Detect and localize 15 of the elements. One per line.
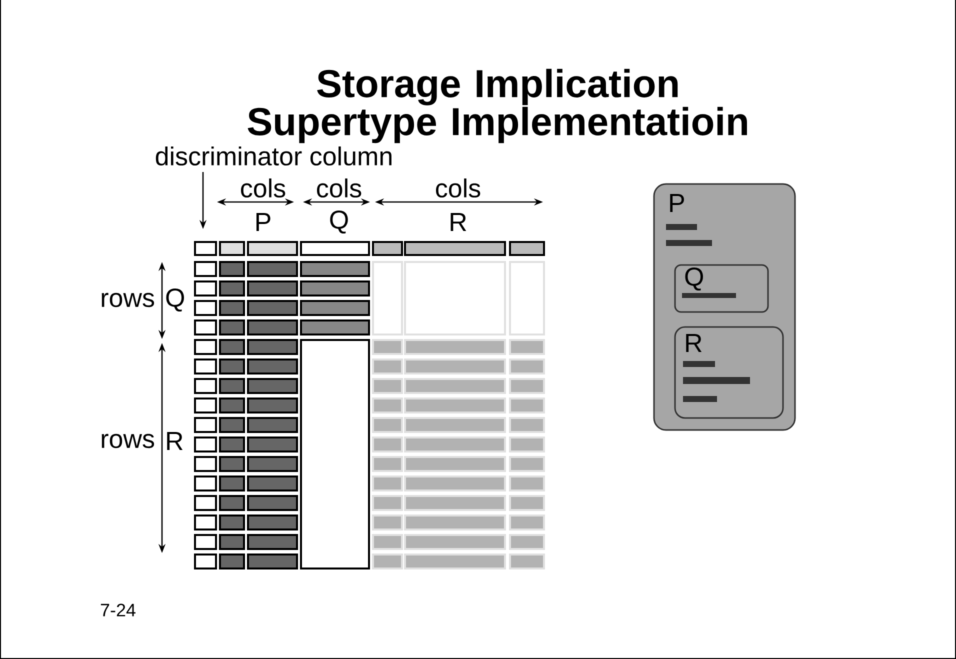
label: cols <box>316 178 362 198</box>
title: Storage Implication Supertype Implementatioin <box>248 68 747 144</box>
label: P <box>256 213 270 231</box>
label: R <box>167 432 183 450</box>
label: Q <box>166 288 184 312</box>
label: R <box>450 213 466 231</box>
label: rows <box>102 434 154 448</box>
label: rows <box>102 292 154 308</box>
label: Q <box>330 210 348 234</box>
label: cols <box>436 178 480 198</box>
entity-box: Q <box>674 264 769 313</box>
label: discriminator column <box>156 146 392 166</box>
entity-box: R <box>674 326 784 419</box>
label: cols <box>240 178 286 198</box>
label: 7-24 <box>100 604 136 616</box>
